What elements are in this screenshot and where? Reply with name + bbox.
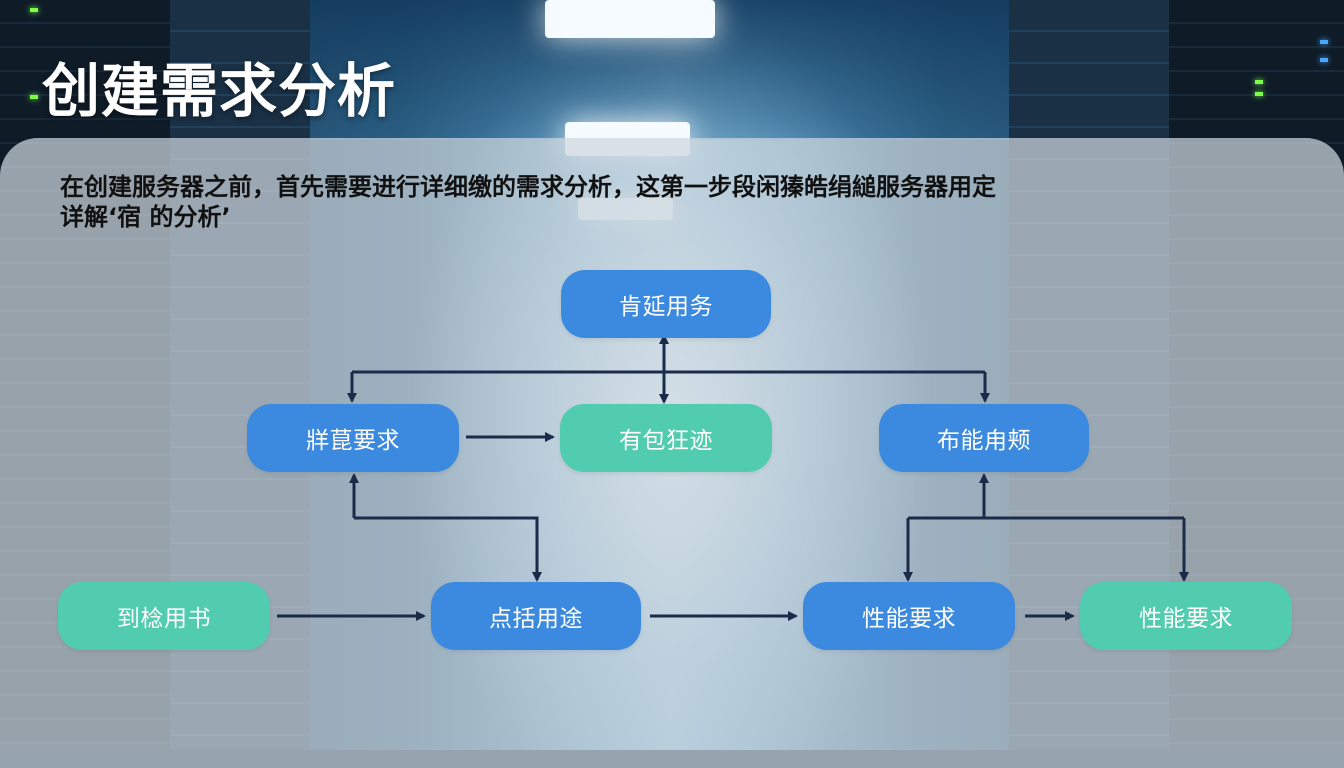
node-bottom-2[interactable]: 点括用途 bbox=[431, 582, 641, 650]
status-led bbox=[1255, 80, 1263, 84]
node-bottom-4[interactable]: 性能要求 bbox=[1080, 582, 1292, 650]
node-bottom-1[interactable]: 到棯用书 bbox=[58, 582, 270, 650]
status-led bbox=[1320, 58, 1328, 62]
ceiling-light bbox=[545, 0, 715, 38]
intro-line-2: 详解‘宿 的分析’ bbox=[60, 203, 231, 231]
node-label: 牂菎要求 bbox=[306, 428, 400, 454]
node-left-mid[interactable]: 牂菎要求 bbox=[247, 404, 459, 472]
node-label: 性能要求 bbox=[1139, 606, 1233, 632]
node-label: 性能要求 bbox=[862, 606, 956, 632]
status-led bbox=[1320, 40, 1328, 44]
node-label: 有包狂迹 bbox=[619, 428, 713, 454]
node-label: 点括用途 bbox=[489, 606, 583, 632]
node-center-mid[interactable]: 有包狂迹 bbox=[560, 404, 772, 472]
status-led bbox=[30, 95, 38, 99]
node-top[interactable]: 肯延用务 bbox=[561, 270, 771, 338]
status-led bbox=[30, 8, 38, 12]
node-bottom-3[interactable]: 性能要求 bbox=[803, 582, 1015, 650]
node-label: 到棯用书 bbox=[117, 606, 211, 632]
status-led bbox=[1255, 92, 1263, 96]
node-right-mid[interactable]: 布能甪颊 bbox=[879, 404, 1089, 472]
intro-paragraph: 在创建服务器之前，首先需要进行详细缴的需求分析，这第一步段闲獉皓绢縋服务器用定 … bbox=[60, 172, 1300, 232]
node-label: 肯延用务 bbox=[619, 294, 713, 320]
intro-line-1: 在创建服务器之前，首先需要进行详细缴的需求分析，这第一步段闲獉皓绢縋服务器用定 bbox=[60, 173, 996, 201]
node-label: 布能甪颊 bbox=[937, 428, 1031, 454]
slide-title: 创建需求分析 bbox=[42, 57, 397, 125]
